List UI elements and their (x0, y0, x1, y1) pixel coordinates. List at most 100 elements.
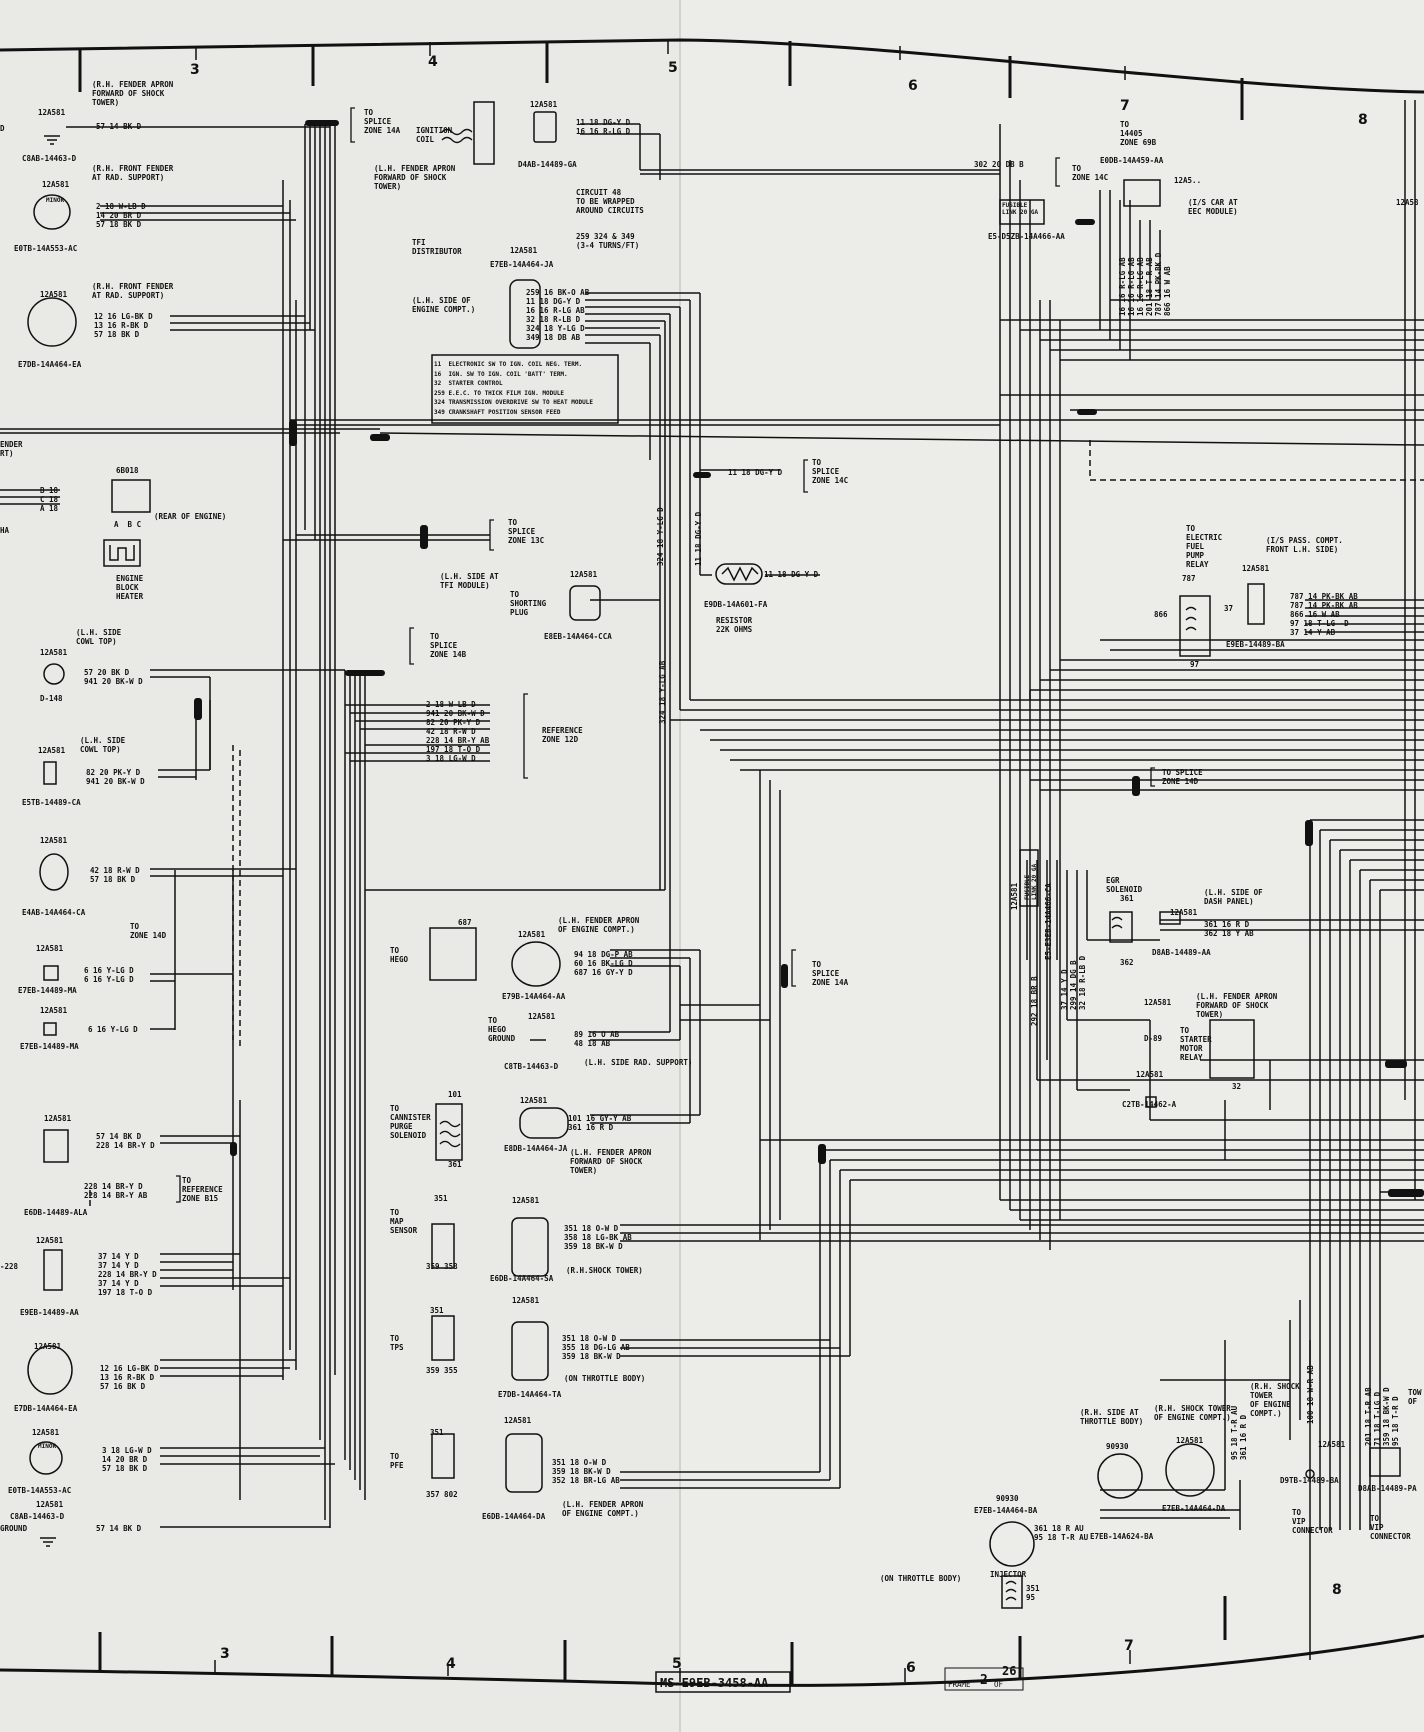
part-number: E7EB-14489-MA (18, 986, 77, 995)
wire-list: 351 18 O-W D 358 18 LG-BK AB 359 18 BK-W… (564, 1224, 632, 1251)
relay-num: 32 (1232, 1082, 1242, 1091)
injector-nums: 351 95 (1026, 1584, 1040, 1602)
wire-label: -228 (0, 1262, 19, 1271)
part-number: E9EB-14489-BA (1226, 640, 1285, 649)
zone-ref: TO REFERENCE ZONE B15 (182, 1176, 223, 1203)
wire-list: 361 18 R AU 95 18 T-R AU (1034, 1524, 1089, 1542)
loc-lh-dash: (L.H. SIDE OF DASH PANEL) (1204, 888, 1263, 906)
zone-bottom-7: 7 (1124, 1638, 1134, 1654)
part-number: E9DB-14A601-FA (704, 600, 768, 609)
wire-list: B 18 C 18 A 18 (40, 486, 59, 513)
zone-ref: TO SPLICE ZONE 14C (812, 458, 849, 485)
wire-list-vert: 37 14 Y D 299 14 DG B 32 18 R-LB D (1060, 955, 1087, 1010)
conn-12a581: 12A581 (1136, 1070, 1164, 1079)
part-number: E7EB-14A464-BA (974, 1506, 1038, 1515)
resistor-label: RESISTOR 22K OHMS (716, 616, 753, 634)
wire-label: 11 18 DG-Y D (764, 570, 819, 579)
wire-list: 2 18 W-LB D 14 20 BR D 57 18 BK D (96, 202, 146, 229)
zone-bottom-5: 5 (672, 1656, 682, 1672)
conn-12a581: 12A581 (530, 100, 558, 109)
loc-lh-engine-compt: (L.H. SIDE OF ENGINE COMPT.) (412, 296, 476, 314)
wire-list: 12 16 LG-BK D 13 16 R-BK D 57 16 BK D (100, 1364, 159, 1391)
part-number: D9TB-14489-BA (1280, 1476, 1339, 1485)
zone-top-3: 3 (190, 62, 200, 78)
loc-rh-shock-tower: (R.H. SHOCK TOWER OF ENGINE COMPT.) (1154, 1404, 1231, 1422)
map-num: 359 358 (426, 1262, 458, 1271)
loc-lh-fender-apron: (L.H. FENDER APRON OF ENGINE COMPT.) (558, 916, 640, 934)
ignition-coil-label: IGNITION COIL (416, 126, 453, 144)
conn-90930: 90930 (996, 1494, 1019, 1503)
wire-label: 57 14 BK D (96, 122, 142, 131)
part-number: D8AB-14489-AA (1152, 948, 1211, 957)
loc-fender-cut: ENDER RT) (0, 440, 23, 458)
wire-label-vert: 292 18 BR B (1030, 976, 1039, 1026)
relay-num: 97 (1190, 660, 1200, 669)
wire-label: 302 20 DB B (974, 160, 1024, 169)
wire-list: 94 18 DG-P AB 60 16 BK-LG D 687 16 GY-Y … (574, 950, 633, 977)
to-canister-purge: TO CANNISTER PURGE SOLENOID (390, 1104, 431, 1140)
conn-12a581: 12A581 (40, 648, 68, 657)
zone-ref: TO ZONE 14D (130, 922, 167, 940)
part-number: E79B-14A464-AA (502, 992, 566, 1001)
part-number: D4AB-14489-GA (518, 160, 577, 169)
wire-list: 12 16 LG-BK D 13 16 R-BK D 57 18 BK D (94, 312, 153, 339)
zone-ref: TO SPLICE ZONE 14B (430, 632, 467, 659)
loc-lh-fender-apron: (L.H. FENDER APRON FORWARD OF SHOCK TOWE… (1196, 992, 1278, 1019)
wire-list-vert: 201 18 T-R AB 71 18 T-LG D 359 18 BK-W D… (1364, 1387, 1400, 1446)
conn-12a581: 12A581 (1176, 1436, 1204, 1445)
tps-num: 351 (430, 1306, 444, 1315)
wire-label-vert: 324 18 Y-LG D (656, 507, 665, 566)
loc-rh-shock-tower: (R.H.SHOCK TOWER) (566, 1266, 643, 1275)
part-number: E0TB-14A553-AC (8, 1486, 72, 1495)
fusible-link-vert: FUSIBLE LINK 20 GA (1024, 863, 1038, 900)
zone-bottom-3: 3 (220, 1646, 230, 1662)
part-number: E7DB-14A464-EA (14, 1404, 78, 1413)
wire-list: 37 14 Y D 37 14 Y D 228 14 BR-Y D 37 14 … (98, 1252, 157, 1297)
conn-6b018: 6B018 (116, 466, 139, 475)
wire-list: 361 16 R D 362 18 Y AB (1204, 920, 1254, 938)
zone-top-8: 8 (1358, 112, 1368, 128)
wire-label-vert: 100 18 W-R AB (1306, 1365, 1315, 1424)
conn-12a581: 12A581 (36, 1236, 64, 1245)
loc-tower-cut: TOW OF (1408, 1388, 1422, 1406)
conn-12a581: 12A581 (520, 1096, 548, 1105)
conn-12a581: 12A581 (1318, 1440, 1346, 1449)
conn-12a581: 12A581 (518, 930, 546, 939)
wire-list: 6 16 Y-LG D 6 16 Y-LG D (84, 966, 134, 984)
conn-12a581: 12A581 (40, 290, 68, 299)
map-num: 351 (434, 1194, 448, 1203)
engine-block-heater-label: ENGINE BLOCK HEATER (116, 574, 144, 601)
to-hego: TO HEGO (390, 946, 409, 964)
loc-lh-rad-support: (L.H. SIDE RAD. SUPPORT) (584, 1058, 693, 1067)
zone-top-6: 6 (908, 78, 918, 94)
conn-12a581: 12A581 (36, 1500, 64, 1509)
conn-12a581: 12A581 (32, 1428, 60, 1437)
to-fuel-pump-relay: TO ELECTRIC FUEL PUMP RELAY (1186, 524, 1223, 569)
wire-list: 89 16 O AB 48 18 AB (574, 1030, 620, 1048)
conn-12a581: 12A581 (40, 1006, 68, 1015)
fusible-link: FUSIBLE LINK 20 GA (1002, 202, 1039, 216)
conn-12a581: 12A581 (504, 1416, 532, 1425)
zone-bottom-8: 8 (1332, 1582, 1342, 1598)
injector-label: INJECTOR (990, 1570, 1027, 1579)
part-number: E7EB-14A464-DA (1162, 1504, 1226, 1513)
part-number: E4AB-14A464-CA (22, 908, 86, 917)
wire-list: 787 14 PK-BK AB 787 14 PK-BK AB 866 16 W… (1290, 592, 1358, 637)
to-vip-connector: TO VIP CONNECTOR (1370, 1514, 1411, 1541)
part-number: E8DB-14A464-JA (504, 1144, 568, 1153)
wire-list-vert: 16 16 R-LG AB 16 16 R-LG AB 16 16 R-LG A… (1118, 252, 1172, 316)
part-number-vert: E5-E3EB-14A466-CA (1044, 883, 1053, 960)
zone-ref: TO 14405 ZONE 69B (1120, 120, 1157, 147)
wire-list: 3 18 LG-W D 14 20 BR D 57 18 BK D (102, 1446, 152, 1473)
part-number: E8EB-14A464-CCA (544, 632, 612, 641)
loc-rh-fender-apron: (R.H. FENDER APRON FORWARD OF SHOCK TOWE… (92, 80, 174, 107)
part-number: E6DB-14489-ALA (24, 1208, 88, 1217)
loc-is-car-eec: (I/S CAR AT EEC MODULE) (1188, 198, 1238, 216)
egr-num: 362 (1120, 958, 1134, 967)
wire-list: 42 18 R-W D 57 18 BK D (90, 866, 140, 884)
wire-label-vert: 11 18 DG-Y D (694, 511, 703, 566)
loc-rh-front-fender: (R.H. FRONT FENDER AT RAD. SUPPORT) (92, 282, 174, 300)
hego-num: 687 (458, 918, 472, 927)
loc-throttle-body: (ON THROTTLE BODY) (880, 1574, 962, 1583)
